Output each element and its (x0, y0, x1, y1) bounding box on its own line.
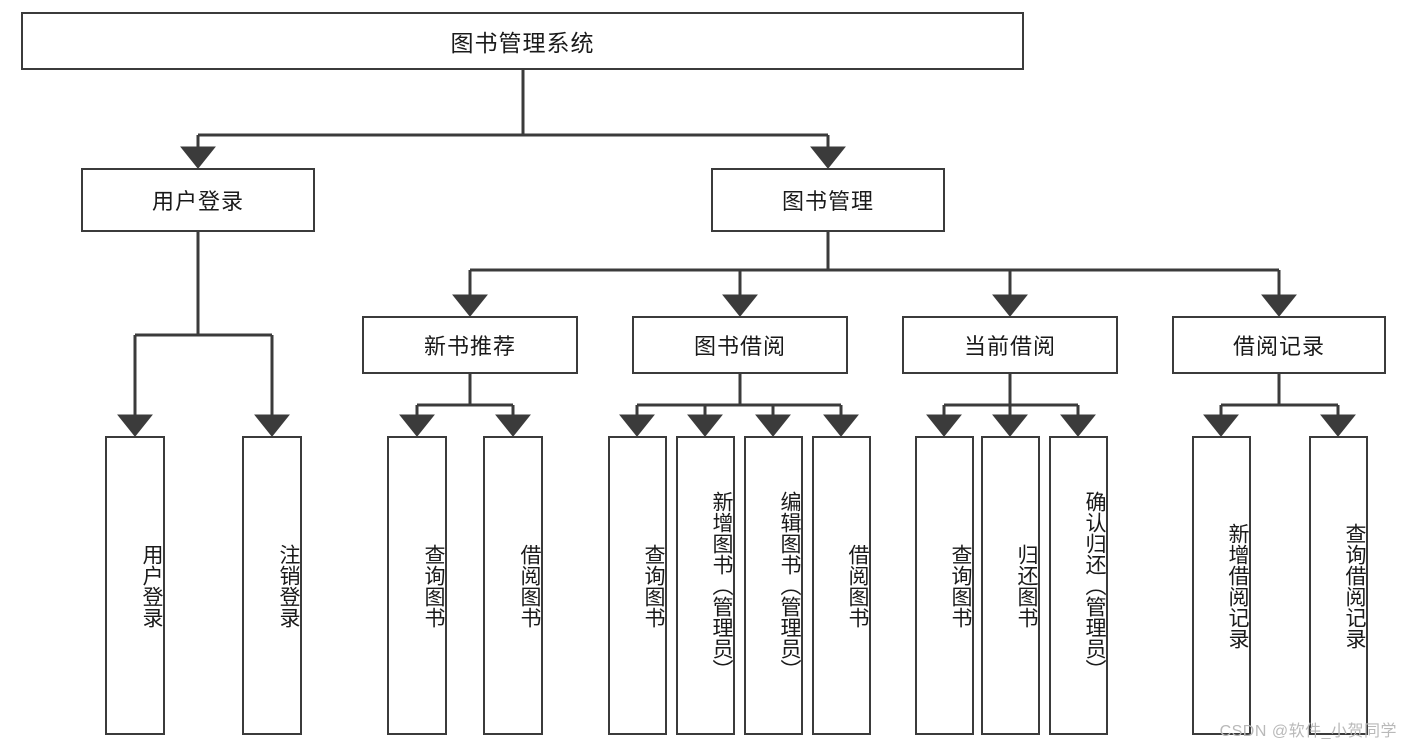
leaf-user-login-signout[interactable]: 注销登录 (242, 436, 302, 735)
leaf-borrow-edit-book[interactable]: 编辑图书（管理员） (744, 436, 803, 735)
leaf-new-book-borrow[interactable]: 借阅图书 (483, 436, 543, 735)
csdn-watermark: CSDN @软件_小贺同学 (1219, 723, 1397, 740)
node-root-system[interactable]: 图书管理系统 (21, 12, 1024, 70)
leaf-record-add[interactable]: 新增借阅记录 (1192, 436, 1251, 735)
leaf-current-confirm-return[interactable]: 确认归还（管理员） (1049, 436, 1108, 735)
leaf-borrow-add-book[interactable]: 新增图书（管理员） (676, 436, 735, 735)
node-borrow-record[interactable]: 借阅记录 (1172, 316, 1386, 374)
leaf-borrow-query-book[interactable]: 查询图书 (608, 436, 667, 735)
leaf-current-query-book[interactable]: 查询图书 (915, 436, 974, 735)
node-book-borrow[interactable]: 图书借阅 (632, 316, 848, 374)
node-book-management[interactable]: 图书管理 (711, 168, 945, 232)
node-user-login[interactable]: 用户登录 (81, 168, 315, 232)
node-current-borrow[interactable]: 当前借阅 (902, 316, 1118, 374)
node-new-book-recommend[interactable]: 新书推荐 (362, 316, 578, 374)
leaf-new-book-query[interactable]: 查询图书 (387, 436, 447, 735)
leaf-user-login-signin[interactable]: 用户登录 (105, 436, 165, 735)
leaf-borrow-borrow-book[interactable]: 借阅图书 (812, 436, 871, 735)
leaf-current-return-book[interactable]: 归还图书 (981, 436, 1040, 735)
leaf-record-query[interactable]: 查询借阅记录 (1309, 436, 1368, 735)
